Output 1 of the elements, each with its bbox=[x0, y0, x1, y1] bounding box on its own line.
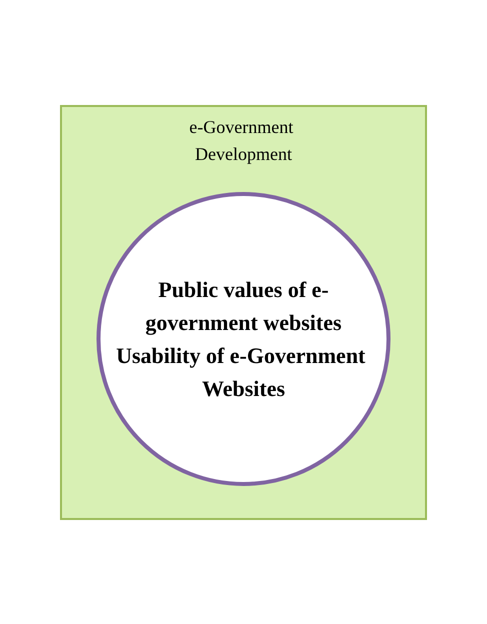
node-circle: Public values of e-government websites Usability of e-Government Websites bbox=[96, 192, 390, 486]
